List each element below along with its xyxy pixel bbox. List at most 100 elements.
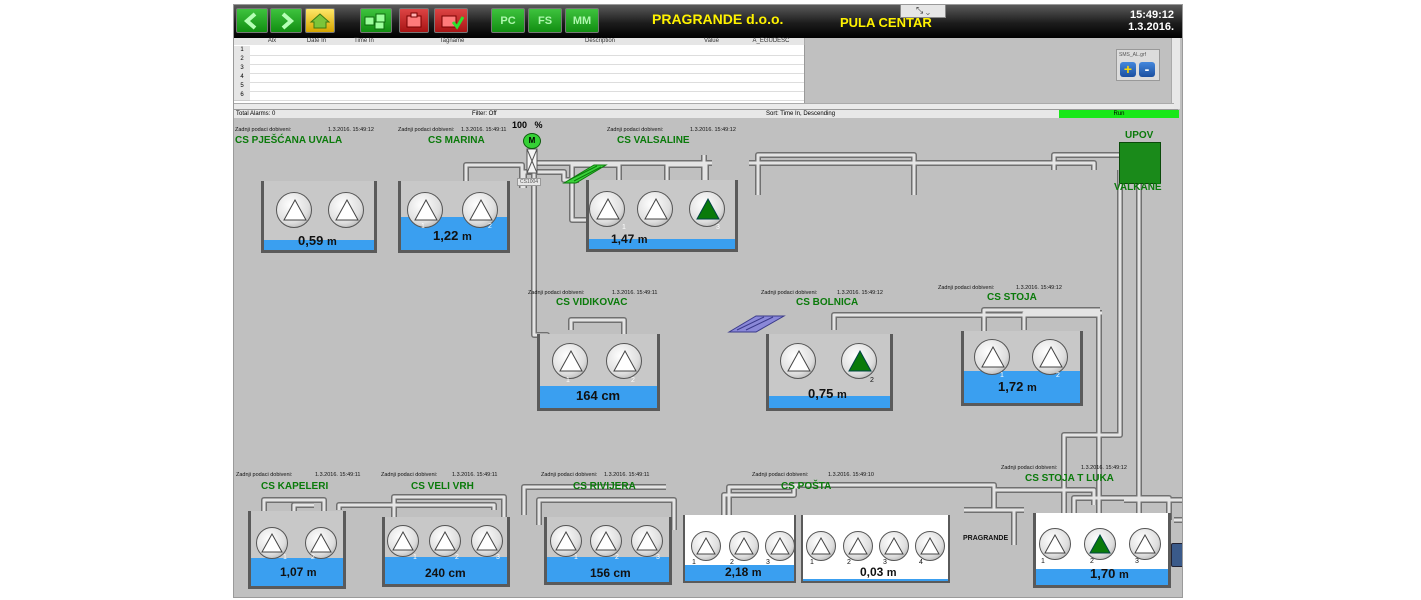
side-tab[interactable]	[1171, 543, 1182, 567]
station-title[interactable]: CS VALSALINE	[617, 135, 690, 146]
pump-idle-icon	[559, 350, 583, 372]
pump-number: 3	[656, 554, 660, 561]
station-title[interactable]: CS STOJA T LUKA	[1025, 473, 1114, 484]
alarm-ack-button[interactable]	[434, 8, 468, 33]
pump-1[interactable]	[1039, 528, 1071, 560]
water-level	[547, 557, 669, 582]
station-title[interactable]: CS STOJA	[987, 292, 1037, 303]
pump-1[interactable]	[691, 531, 721, 561]
pump-2[interactable]	[637, 191, 673, 227]
back-arrow-button[interactable]	[236, 8, 268, 33]
station-data-label: Zadnji podaci dobiveni:	[398, 127, 455, 133]
pump-1[interactable]	[550, 525, 582, 557]
station-data-label: Zadnji podaci dobiveni:	[381, 472, 438, 478]
column-header[interactable]: Value	[685, 38, 739, 45]
pump-2[interactable]	[328, 192, 364, 228]
alarm-button[interactable]	[399, 8, 429, 33]
pump-3[interactable]	[765, 531, 795, 561]
pump-1[interactable]	[407, 192, 443, 228]
station-data-label: Zadnji podaci dobiveni:	[528, 290, 585, 296]
pump-3[interactable]	[1129, 528, 1161, 560]
column-header[interactable]: Tagname	[389, 38, 516, 45]
window-handle[interactable]: ⤡ ⌄	[900, 5, 946, 18]
station-title[interactable]: CS MARINA	[428, 135, 485, 146]
pump-number: 2	[847, 559, 851, 566]
zoom-out-button[interactable]: -	[1139, 62, 1155, 77]
level-reading: 0,75 m	[808, 386, 847, 401]
column-header[interactable]: A_EGUDESC	[738, 38, 805, 45]
pump-2[interactable]	[1032, 339, 1068, 375]
pump-3-running[interactable]	[689, 191, 725, 227]
station-title[interactable]: CS RIVIJERA	[573, 481, 636, 492]
pump-number: 1	[1000, 372, 1004, 379]
home-button[interactable]	[305, 8, 335, 33]
valve-motor-indicator[interactable]: M	[523, 133, 541, 149]
pump-2[interactable]	[606, 343, 642, 379]
column-header-corner	[234, 38, 251, 45]
pump-1[interactable]	[276, 192, 312, 228]
station-data-label: Zadnji podaci dobiveni:	[761, 290, 818, 296]
pump-idle-icon	[811, 537, 831, 555]
table-row[interactable]	[250, 46, 804, 56]
pump-1[interactable]	[552, 343, 588, 379]
pump-2[interactable]	[462, 192, 498, 228]
column-header[interactable]: Date In	[294, 38, 340, 45]
run-indicator[interactable]: Run	[1059, 110, 1179, 118]
forward-arrow-button[interactable]	[270, 8, 302, 33]
pump-number: 1	[566, 377, 570, 384]
station-title[interactable]: CS VIDIKOVAC	[556, 297, 628, 308]
pump-4[interactable]	[915, 531, 945, 561]
pump-1[interactable]	[974, 339, 1010, 375]
mm-button[interactable]: MM	[565, 8, 599, 33]
table-row[interactable]	[250, 64, 804, 74]
table-row[interactable]	[250, 73, 804, 83]
column-header[interactable]: Alx	[250, 38, 295, 45]
station-title[interactable]: CS POŠTA	[781, 481, 832, 492]
alarm-table[interactable]: Alx Date In Time In Tagname Description …	[234, 38, 805, 103]
pump-idle-icon	[1039, 346, 1063, 368]
pump-3[interactable]	[879, 531, 909, 561]
station-title[interactable]: CS VELI VRH	[411, 481, 474, 492]
station-title[interactable]: CS BOLNICA	[796, 297, 859, 308]
pump-idle-icon	[770, 537, 790, 555]
pump-idle-icon	[613, 350, 637, 372]
pump-2[interactable]	[843, 531, 873, 561]
station-timestamp: 1.3.2016. 15:49:12	[690, 127, 736, 133]
column-header[interactable]: Description	[515, 38, 686, 45]
upov-valkane-block[interactable]	[1119, 142, 1161, 184]
pump-2[interactable]	[305, 527, 337, 559]
pump-2[interactable]	[590, 525, 622, 557]
pump-idle-icon	[636, 531, 658, 551]
station-title[interactable]: CS PJEŠĆANA UVALA	[235, 135, 343, 146]
pump-2-running[interactable]	[1084, 528, 1116, 560]
pump-running-icon	[1089, 534, 1111, 554]
pump-1[interactable]	[589, 191, 625, 227]
network-button[interactable]	[360, 8, 392, 33]
pump-2-running[interactable]	[841, 343, 877, 379]
pump-number: 1	[692, 559, 696, 566]
upov-label: UPOV	[1125, 130, 1154, 141]
pump-1[interactable]	[806, 531, 836, 561]
vertical-scrollbar[interactable]	[1171, 38, 1180, 109]
pump-3[interactable]	[631, 525, 663, 557]
table-row[interactable]	[250, 55, 804, 65]
pump-3[interactable]	[471, 525, 503, 557]
level-reading: 156 cm	[590, 566, 631, 580]
pump-1[interactable]	[780, 343, 816, 379]
pump-number: 2	[730, 559, 734, 566]
pump-1[interactable]	[256, 527, 288, 559]
pump-2[interactable]	[729, 531, 759, 561]
table-row[interactable]	[250, 91, 804, 101]
column-header[interactable]: Time In	[339, 38, 390, 45]
pump-1[interactable]	[387, 525, 419, 557]
pump-2[interactable]	[429, 525, 461, 557]
horizontal-scrollbar[interactable]	[234, 103, 1174, 110]
level-reading: 1,47 m	[611, 232, 648, 246]
zoom-in-button[interactable]: +	[1120, 62, 1136, 77]
zoom-file-label: SMS_AL.grf	[1119, 52, 1146, 58]
level-reading: 1,22 m	[433, 228, 472, 243]
table-row[interactable]	[250, 82, 804, 92]
station-title[interactable]: CS KAPELERI	[261, 481, 329, 492]
fs-button[interactable]: FS	[528, 8, 562, 33]
pc-button[interactable]: PC	[491, 8, 525, 33]
